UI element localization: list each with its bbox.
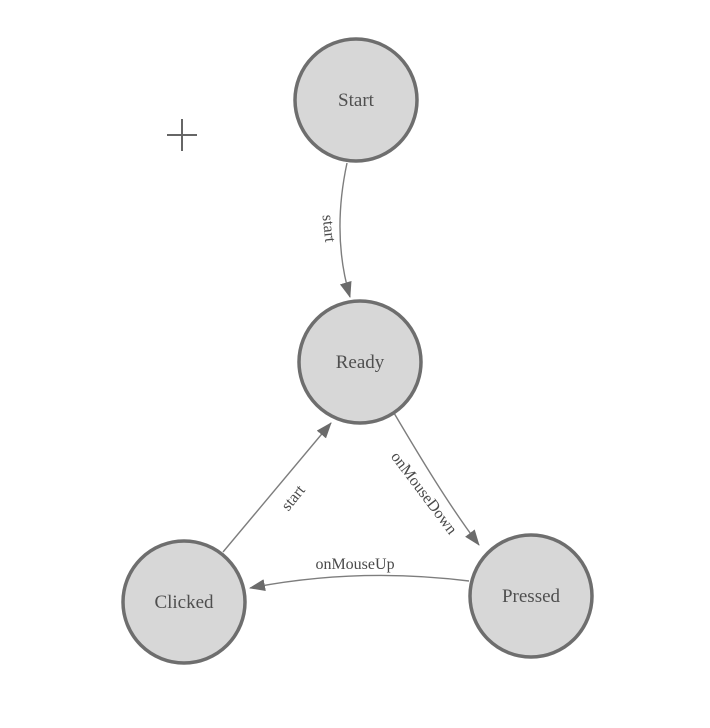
edge-pressed-to-clicked[interactable]: onMouseUp [249, 556, 470, 592]
plus-icon[interactable] [167, 119, 197, 151]
edge-start-to-ready-path[interactable] [339, 162, 352, 298]
node-start-circle[interactable] [293, 37, 419, 163]
node-start[interactable]: Start [293, 37, 419, 163]
node-clicked-circle[interactable] [121, 539, 247, 665]
edge-ready-to-pressed[interactable]: onMouseDown [387, 412, 480, 546]
edge-label-clicked-to-ready: start [278, 482, 309, 515]
edge-clicked-to-ready-path[interactable] [222, 422, 332, 553]
edge-start-to-ready[interactable]: start [319, 162, 352, 298]
node-pressed-label: Pressed [502, 586, 561, 607]
node-start-label: Start [338, 90, 375, 111]
node-ready-label: Ready [336, 352, 385, 373]
node-ready[interactable]: Ready [297, 299, 423, 425]
node-pressed[interactable]: Pressed [468, 533, 594, 659]
node-pressed-circle[interactable] [468, 533, 594, 659]
node-ready-circle[interactable] [297, 299, 423, 425]
edge-label-pressed-to-clicked: onMouseUp [315, 556, 394, 573]
edge-pressed-to-clicked-path[interactable] [249, 574, 470, 592]
node-clicked-label: Clicked [154, 592, 214, 613]
edge-clicked-to-ready[interactable]: start [222, 422, 332, 553]
edge-ready-to-pressed-path[interactable] [393, 412, 480, 546]
node-clicked[interactable]: Clicked [121, 539, 247, 665]
edge-label-start-to-ready: start [319, 214, 339, 244]
